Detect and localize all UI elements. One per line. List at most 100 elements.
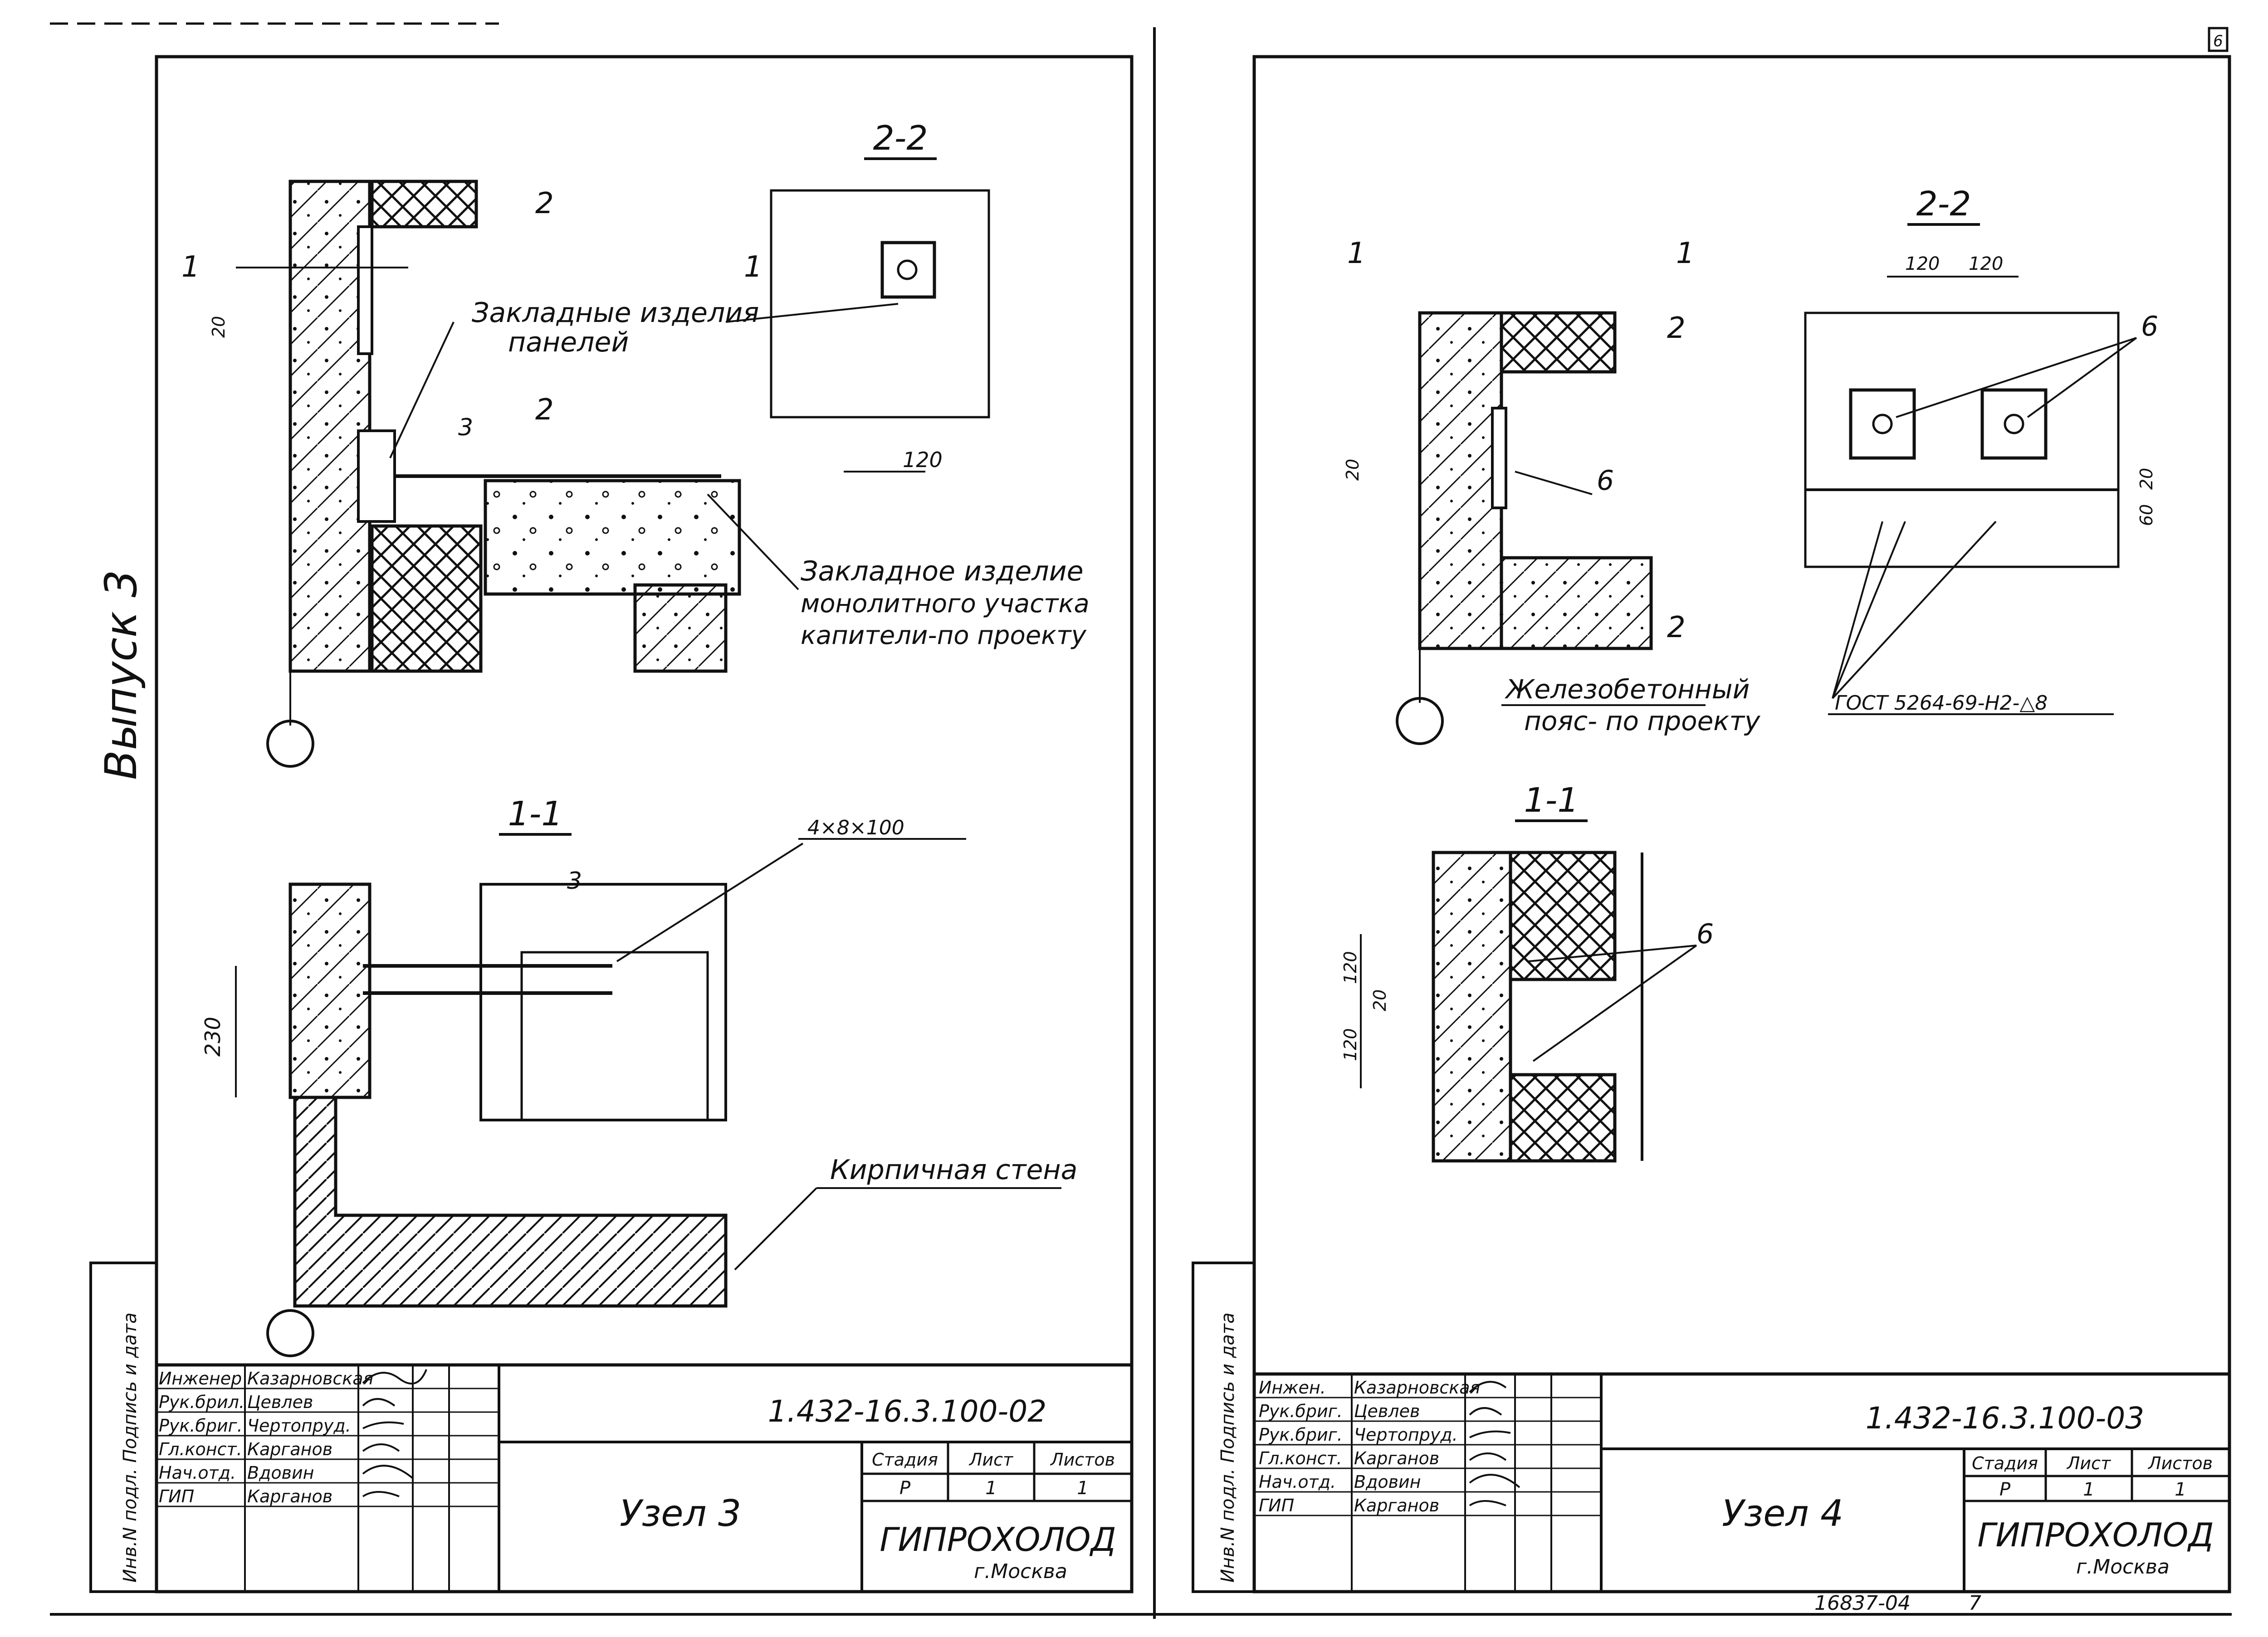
dim-120: 120 (1969, 253, 2003, 274)
staff-role: Рук.бриг. (1259, 1401, 1343, 1421)
label-embedded-mono-1: Закладное изделие (801, 555, 1084, 587)
staff-name: Карганов (1354, 1496, 1439, 1515)
axis-bubble (266, 720, 314, 768)
sheets-value: 1 (1077, 1478, 1088, 1499)
dim-120: 120 (903, 448, 943, 472)
staff-role: Нач.отд. (1259, 1472, 1336, 1492)
doc-code: 1.432-16.3.100-03 (1866, 1401, 2144, 1436)
staff-role: Рук.брил. (159, 1392, 244, 1412)
page-number-box (2208, 27, 2229, 52)
dim-20: 20 (2136, 468, 2156, 490)
staff-name: Карганов (1354, 1448, 1439, 1468)
stage-header: Стадия (872, 1450, 938, 1470)
sheet-value: 1 (2083, 1479, 2094, 1500)
org-name: ГИПРОХОЛОД (1977, 1516, 2214, 1554)
staff-name: Чертопруд. (1354, 1425, 1458, 1445)
label-gost: ГОСТ 5264-69-Н2-△8 (1835, 692, 2048, 715)
staff-name: Казарновская (247, 1369, 373, 1389)
wall-panel-plan (288, 882, 371, 1099)
label-belt-2: пояс- по проекту (1524, 706, 1760, 736)
staff-role: Нач.отд. (159, 1463, 236, 1483)
staff-role: Рук.бриг. (159, 1416, 243, 1436)
column-part (633, 583, 728, 673)
staff-role: Гл.конст. (1259, 1448, 1342, 1468)
axis-bubble (1396, 697, 1444, 745)
doc-code: 1.432-16.3.100-02 (768, 1394, 1046, 1429)
margin-label: Инв.N подл. Подпись и дата (120, 1312, 141, 1583)
mark-2-lower: 2 (1667, 611, 1686, 644)
dim-20: 20 (1343, 459, 1363, 481)
sheet-header: Лист (2066, 1453, 2112, 1473)
title-block: Инжен. Казарновская Рук.бриг. Цевлев Рук… (1252, 1372, 2231, 1593)
insulation-bottom (370, 524, 483, 673)
mark-2-upper: 2 (535, 187, 554, 220)
detail-2-2-frame (770, 189, 990, 419)
insulation-top (370, 180, 478, 229)
section-title-2-2: 2-2 (1916, 185, 1971, 224)
city: г.Москва (974, 1560, 1067, 1583)
column-plan (479, 883, 727, 1121)
mark-1-right: 1 (744, 250, 763, 284)
detail-2-2-plate (880, 241, 936, 299)
axis-bubble-bottom (266, 1309, 314, 1357)
mark-1-left: 1 (181, 250, 200, 284)
page-number: 6 (2213, 32, 2223, 50)
staff-role: ГИП (1259, 1496, 1294, 1515)
dim-60: 60 (2136, 504, 2156, 526)
dim-120: 120 (1340, 1028, 1360, 1061)
mark-2-lower: 2 (535, 393, 554, 427)
detail-plate-b (1980, 388, 2048, 460)
brick-wall (293, 1096, 728, 1308)
node-title: Узел 3 (620, 1492, 741, 1535)
weld-label: 4×8×100 (807, 816, 904, 839)
sheet-header: Лист (968, 1450, 1014, 1470)
staff-role: Инженер (159, 1369, 242, 1389)
staff-role: Рук.бриг. (1259, 1425, 1343, 1445)
label-embedded-mono-2: монолитного участка (801, 589, 1090, 619)
capital-slab (484, 479, 741, 596)
sheet-frame (1252, 55, 2231, 1593)
wall-panel (288, 180, 371, 673)
staff-role: Гл.конст. (159, 1439, 242, 1459)
margin-label: Инв.N подл. Подпись и дата (1217, 1312, 1238, 1583)
sheets-header: Листов (2147, 1453, 2213, 1473)
rc-belt (1500, 556, 1653, 650)
footer-page: 7 (1969, 1592, 1981, 1615)
city: г.Москва (2076, 1555, 2170, 1579)
dim-120: 120 (1340, 951, 1360, 984)
detail-plate-a (1849, 388, 1916, 460)
sheet-right: Инв.N подл. Подпись и дата 2-2 1 1 2 2 6… (1192, 55, 2231, 1593)
staff-name: Вдовин (1354, 1472, 1421, 1492)
sheets-value: 1 (2175, 1479, 2186, 1500)
stage-value: Р (1999, 1479, 2011, 1500)
staff-role: ГИП (159, 1486, 194, 1506)
side-label: Выпуск 3 (96, 570, 147, 780)
label-brick-wall: Кирпичная стена (830, 1154, 1077, 1186)
staff-name: Цевлев (247, 1392, 313, 1412)
sheets-header: Листов (1050, 1450, 1115, 1470)
staff-name: Цевлев (1354, 1401, 1420, 1421)
embedded-plate-lower (357, 429, 396, 523)
label-belt-1: Железобетонный (1505, 674, 1750, 705)
org-name: ГИПРОХОЛОД (880, 1520, 1116, 1559)
section-title-1-1: 1-1 (508, 794, 563, 833)
dim-120: 120 (1905, 253, 1940, 274)
footer-code: 16837-04 (1814, 1592, 1911, 1615)
mark-6: 6 (1597, 465, 1614, 497)
mark-1-right: 1 (1676, 237, 1695, 270)
staff-name: Карганов (247, 1439, 332, 1459)
embedded-plate (1491, 407, 1507, 509)
dim-20: 20 (1370, 989, 1390, 1011)
mark-3-plan: 3 (567, 867, 582, 895)
sheet-left: Инв.N подл. Подпись и дата 2-2 1 1 2 2 3… (89, 55, 1134, 1593)
mark-6: 6 (2141, 311, 2158, 342)
wall-panel (1418, 311, 1503, 650)
dim-20: 20 (209, 316, 229, 338)
staff-name: Карганов (247, 1486, 332, 1506)
staff-name: Казарновская (1354, 1378, 1480, 1398)
stage-header: Стадия (1972, 1453, 2038, 1473)
label-embedded-mono-3: капители-по проекту (801, 621, 1087, 650)
detail-2-2-frame (1804, 312, 2120, 568)
node-title: Узел 4 (1722, 1492, 1843, 1535)
